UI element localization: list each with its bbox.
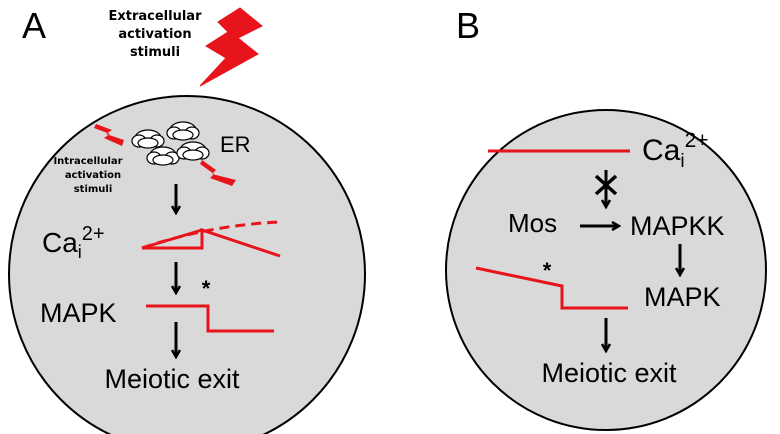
- ca-label-a: Cai2+: [42, 223, 105, 262]
- panel-b-letter: B: [456, 5, 480, 46]
- meiotic-exit-b: Meiotic exit: [541, 358, 677, 388]
- panel-a-letter: A: [22, 5, 46, 46]
- extracellular-label-line3: stimuli: [130, 45, 180, 60]
- intracellular-label-line1: Intracellular: [53, 156, 122, 167]
- cell-a: [8, 95, 366, 434]
- ca-trace-dashed: [141, 220, 281, 250]
- er-label: ER: [220, 132, 251, 157]
- intracellular-lightning-icon-right: [200, 160, 236, 186]
- mapk-label-b: MAPK: [644, 282, 721, 312]
- intracellular-lightning-icon-left: [94, 124, 124, 146]
- mapkk-label: MAPKK: [630, 211, 725, 241]
- ca-trace-solid: [142, 227, 281, 258]
- block-cross-icon: [594, 174, 618, 196]
- ca-trace-rise: [141, 228, 203, 250]
- meiotic-exit-a: Meiotic exit: [104, 364, 240, 394]
- intracellular-label-line3: stimuli: [74, 184, 113, 195]
- er-cloud-icon: [131, 121, 210, 166]
- extracellular-label-line2: activation: [118, 27, 191, 42]
- intracellular-label-line2: activation: [65, 170, 121, 181]
- mapk-trace-b: [475, 266, 628, 310]
- ca-label-b: Cai2+: [642, 129, 709, 172]
- mapk-label-a: MAPK: [40, 298, 117, 328]
- asterisk-b: *: [543, 258, 552, 283]
- extracellular-lightning-icon: [199, 7, 263, 87]
- panel-a: A Extracellular activation stimuli ER: [8, 5, 366, 434]
- mapk-trace-a: [146, 304, 274, 333]
- cell-b: [445, 109, 767, 431]
- extracellular-label-line1: Extracellular: [109, 9, 203, 24]
- mos-label: Mos: [508, 208, 557, 238]
- panel-b: B Cai2+ Mos MAPKK * MAPK Meiotic exit: [445, 5, 767, 431]
- asterisk-a: *: [202, 276, 211, 301]
